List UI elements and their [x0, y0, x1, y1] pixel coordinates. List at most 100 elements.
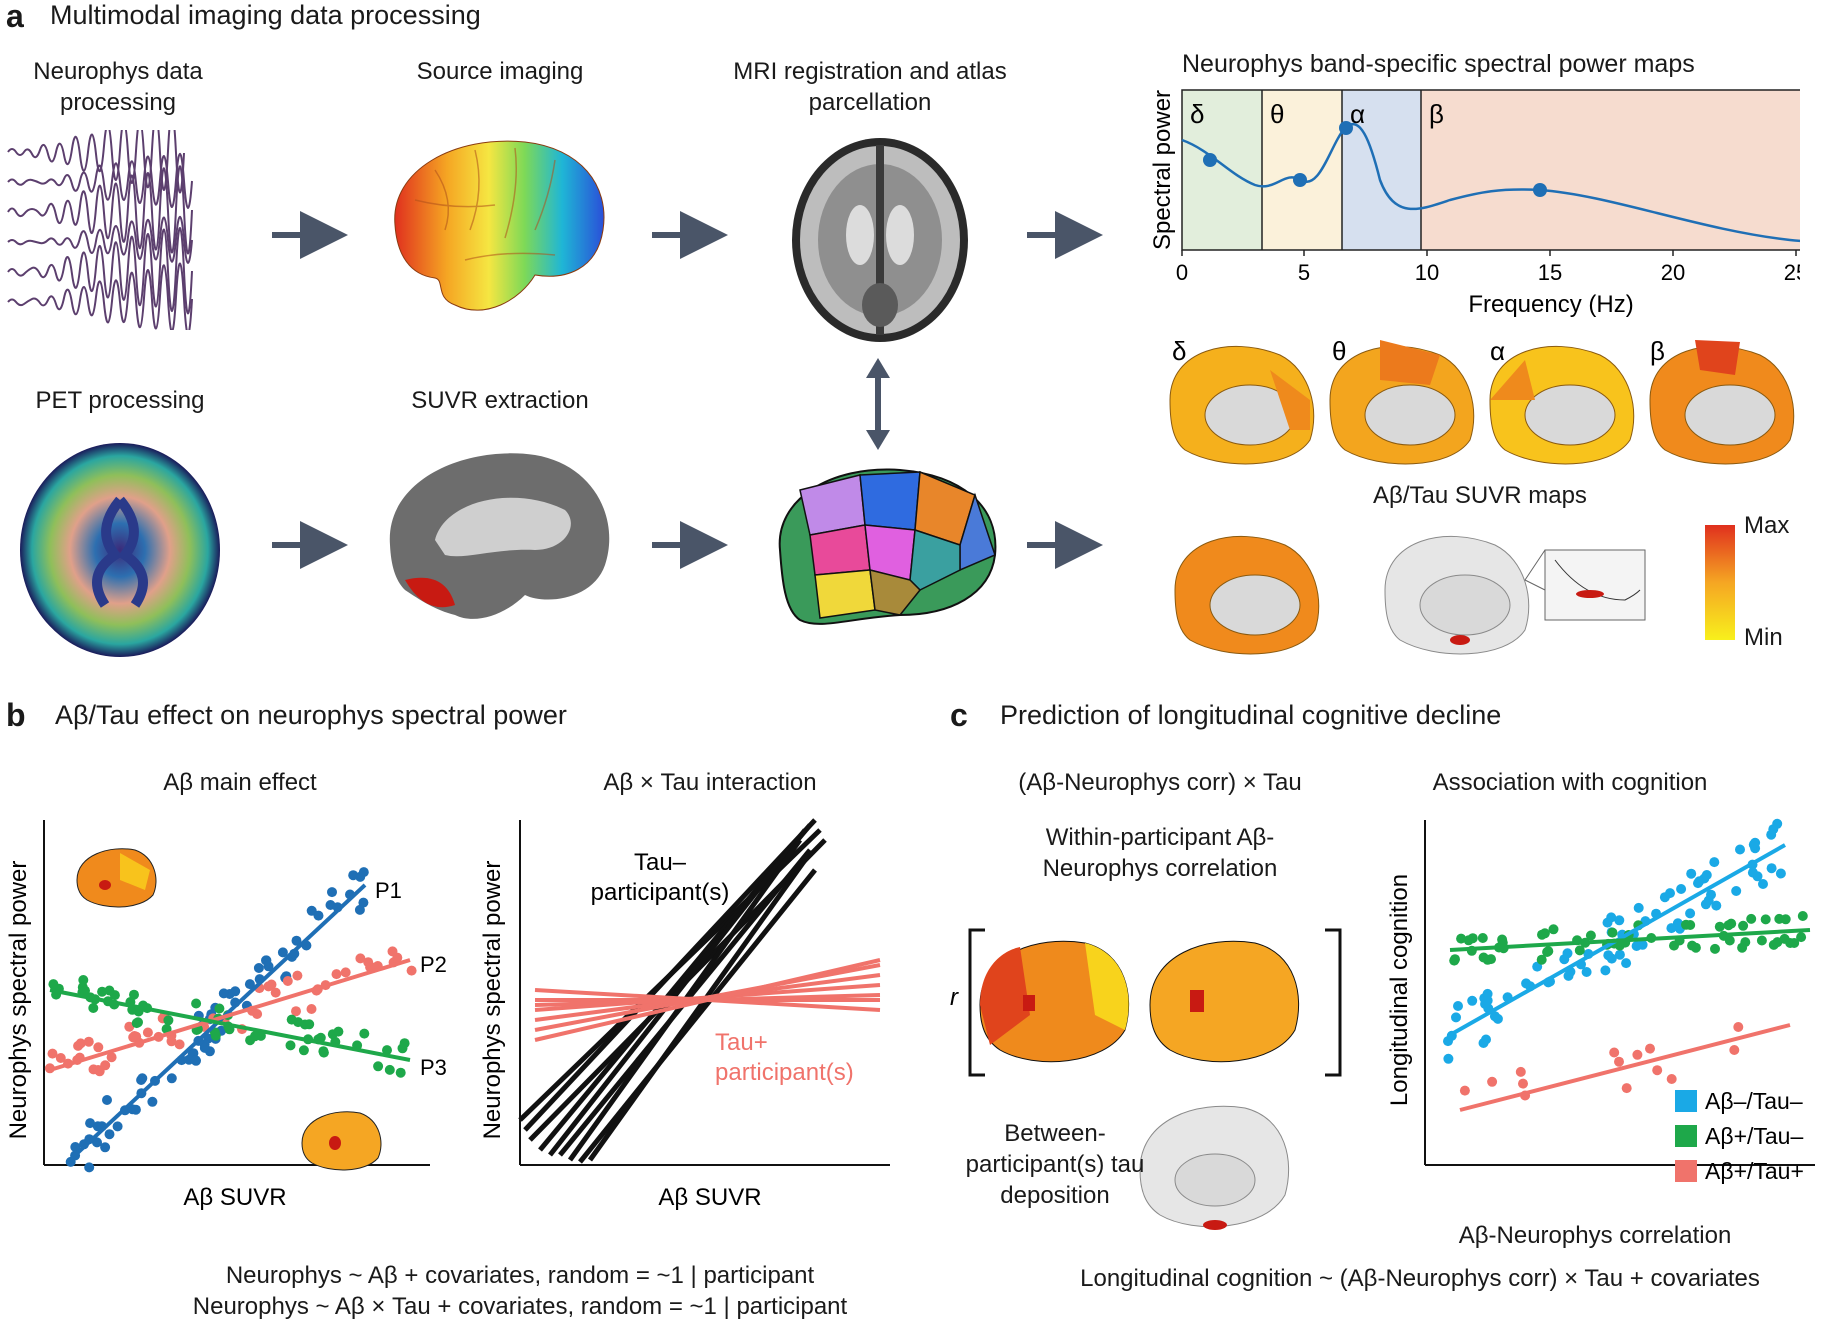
neurophys-processing-label: Neurophys data processing: [33, 58, 203, 116]
tau-pos-lines: [534, 958, 881, 1042]
p1-point: [291, 935, 302, 946]
ab-neg-tau-neg-point: [1443, 1053, 1454, 1064]
ab-pos-tau-neg-point: [1543, 946, 1554, 957]
formula-main-effect: Neurophys ~ Aβ + covariates, random = ~1…: [225, 1262, 815, 1289]
legend-swatch-ab-pos-tau-pos: [1675, 1160, 1697, 1182]
ab-pos-tau-neg-point: [1536, 954, 1547, 965]
p3-point: [395, 1067, 406, 1078]
p2-label: P2: [420, 952, 447, 977]
p1-point: [199, 1042, 210, 1053]
spectrum-peak-beta: [1533, 183, 1547, 197]
ab-pos-tau-pos-fit: [1459, 1023, 1791, 1112]
p3-point: [133, 1017, 143, 1028]
p1-point: [70, 1142, 81, 1152]
ab-pos-tau-pos-point: [1609, 1047, 1620, 1058]
p1-point: [166, 1073, 177, 1084]
xtick-15: 15: [1538, 260, 1562, 285]
ab-pos-tau-pos-point: [1459, 1085, 1470, 1096]
within-participant-label: Within-participant Aβ-Neurophys correlat…: [1042, 824, 1278, 882]
colorbar: [1705, 525, 1735, 640]
ab-pos-tau-pos-point: [1645, 1043, 1655, 1054]
ab-neg-tau-neg-point: [1676, 884, 1687, 894]
ab-pos-tau-pos-point: [1515, 1066, 1526, 1077]
tau-pos-label-line2: participant(s): [715, 1059, 854, 1086]
p2-point: [75, 1038, 86, 1049]
ab-pos-tau-neg-point: [1779, 933, 1790, 944]
p3-point: [80, 985, 90, 996]
p3-point: [104, 985, 115, 996]
ab-neg-tau-neg-point: [1481, 1034, 1491, 1045]
suvr-maps-title: Aβ/Tau SUVR maps: [1373, 482, 1587, 509]
ab-neg-tau-neg-point: [1614, 949, 1625, 960]
ab-neg-tau-neg-point: [1614, 915, 1625, 926]
ab-pos-tau-neg-point: [1574, 945, 1585, 956]
band-map-delta: [1169, 345, 1315, 465]
p3-point: [373, 1061, 384, 1072]
p1-point: [112, 1121, 123, 1132]
ab-neg-tau-neg-point: [1482, 995, 1493, 1006]
ab-neg-tau-neg-point: [1606, 953, 1617, 964]
p2-point: [83, 1036, 94, 1047]
corr-maps: r: [950, 928, 1342, 1230]
p3-point: [191, 998, 202, 1009]
ab-neg-tau-neg-point: [1766, 863, 1777, 874]
panel-a-letter: a: [6, 0, 24, 34]
p3-point: [245, 1035, 256, 1046]
band-delta: [1182, 90, 1262, 250]
ab-neg-tau-neg-point: [1631, 941, 1642, 951]
band-label-alpha: α: [1350, 99, 1365, 129]
p2-point: [282, 976, 293, 986]
corr-tau-title: (Aβ-Neurophys corr) × Tau: [1018, 769, 1302, 796]
p3-point: [298, 1045, 309, 1056]
ab-pos-tau-neg-point: [1669, 940, 1679, 951]
panel-b-title: Aβ/Tau effect on neurophys spectral powe…: [55, 700, 567, 730]
suvr-maps: [1174, 535, 1646, 655]
p2-point: [363, 957, 374, 968]
ab-neg-tau-neg-point: [1451, 1012, 1461, 1023]
r-label: r: [950, 984, 959, 1011]
ab-neg-tau-neg-point: [1665, 888, 1675, 899]
ab-pos-tau-neg-point: [1685, 920, 1696, 930]
ab-pos-tau-neg-point: [1482, 954, 1493, 965]
abeta-suvr-map: [1174, 535, 1320, 655]
main-effect-brain-bottom: [301, 1111, 382, 1171]
right-bracket: [1325, 928, 1342, 1077]
ab-pos-tau-neg-point: [1585, 930, 1596, 941]
cognition-ylabel: Longitudinal cognition: [1386, 874, 1413, 1106]
p1-point: [102, 1095, 112, 1105]
ab-pos-tau-neg-point: [1768, 939, 1779, 950]
p1-point: [261, 955, 272, 966]
ab-pos-tau-neg-point: [1797, 911, 1808, 921]
interaction-title: Aβ × Tau interaction: [603, 769, 817, 796]
ab-neg-tau-neg-point: [1563, 970, 1574, 981]
p2-point: [291, 1006, 301, 1017]
p2-point: [55, 1053, 66, 1063]
pet-axial-image: [20, 443, 220, 657]
p3-point: [318, 1046, 329, 1057]
map-label-theta: θ: [1332, 336, 1346, 366]
source-imaging-label: Source imaging: [416, 58, 584, 85]
ab-pos-tau-neg-point: [1774, 913, 1785, 924]
p1-point: [277, 947, 288, 958]
p1-label: P1: [375, 878, 402, 903]
p1-point: [253, 963, 264, 973]
band-theta: [1262, 90, 1342, 250]
ab-pos-tau-neg-point: [1710, 943, 1720, 954]
p1-point: [327, 887, 337, 898]
ab-pos-tau-pos-point: [1733, 1022, 1744, 1032]
ab-pos-tau-pos-point: [1729, 1045, 1740, 1055]
ab-pos-tau-neg-point: [1548, 924, 1559, 935]
ab-pos-tau-neg-point: [1463, 935, 1474, 946]
corr-map-1: [979, 940, 1130, 1063]
ab-pos-tau-neg-point: [1714, 921, 1725, 932]
p3-point: [163, 1015, 174, 1026]
ab-pos-tau-neg-point: [1789, 938, 1800, 948]
p1-point: [190, 1055, 201, 1066]
xtick-25: 25: [1784, 260, 1800, 285]
ab-neg-tau-neg-point: [1633, 902, 1644, 913]
p2-point: [355, 953, 366, 964]
p3-point: [384, 1064, 395, 1075]
ab-neg-tau-neg-point: [1606, 912, 1617, 923]
between-participant-label: Between-participant(s) tau deposition: [965, 1120, 1145, 1209]
spectrum-chart: δ θ α β 0 5 10 15 20 25 30 Frequency (Hz…: [1149, 89, 1800, 318]
